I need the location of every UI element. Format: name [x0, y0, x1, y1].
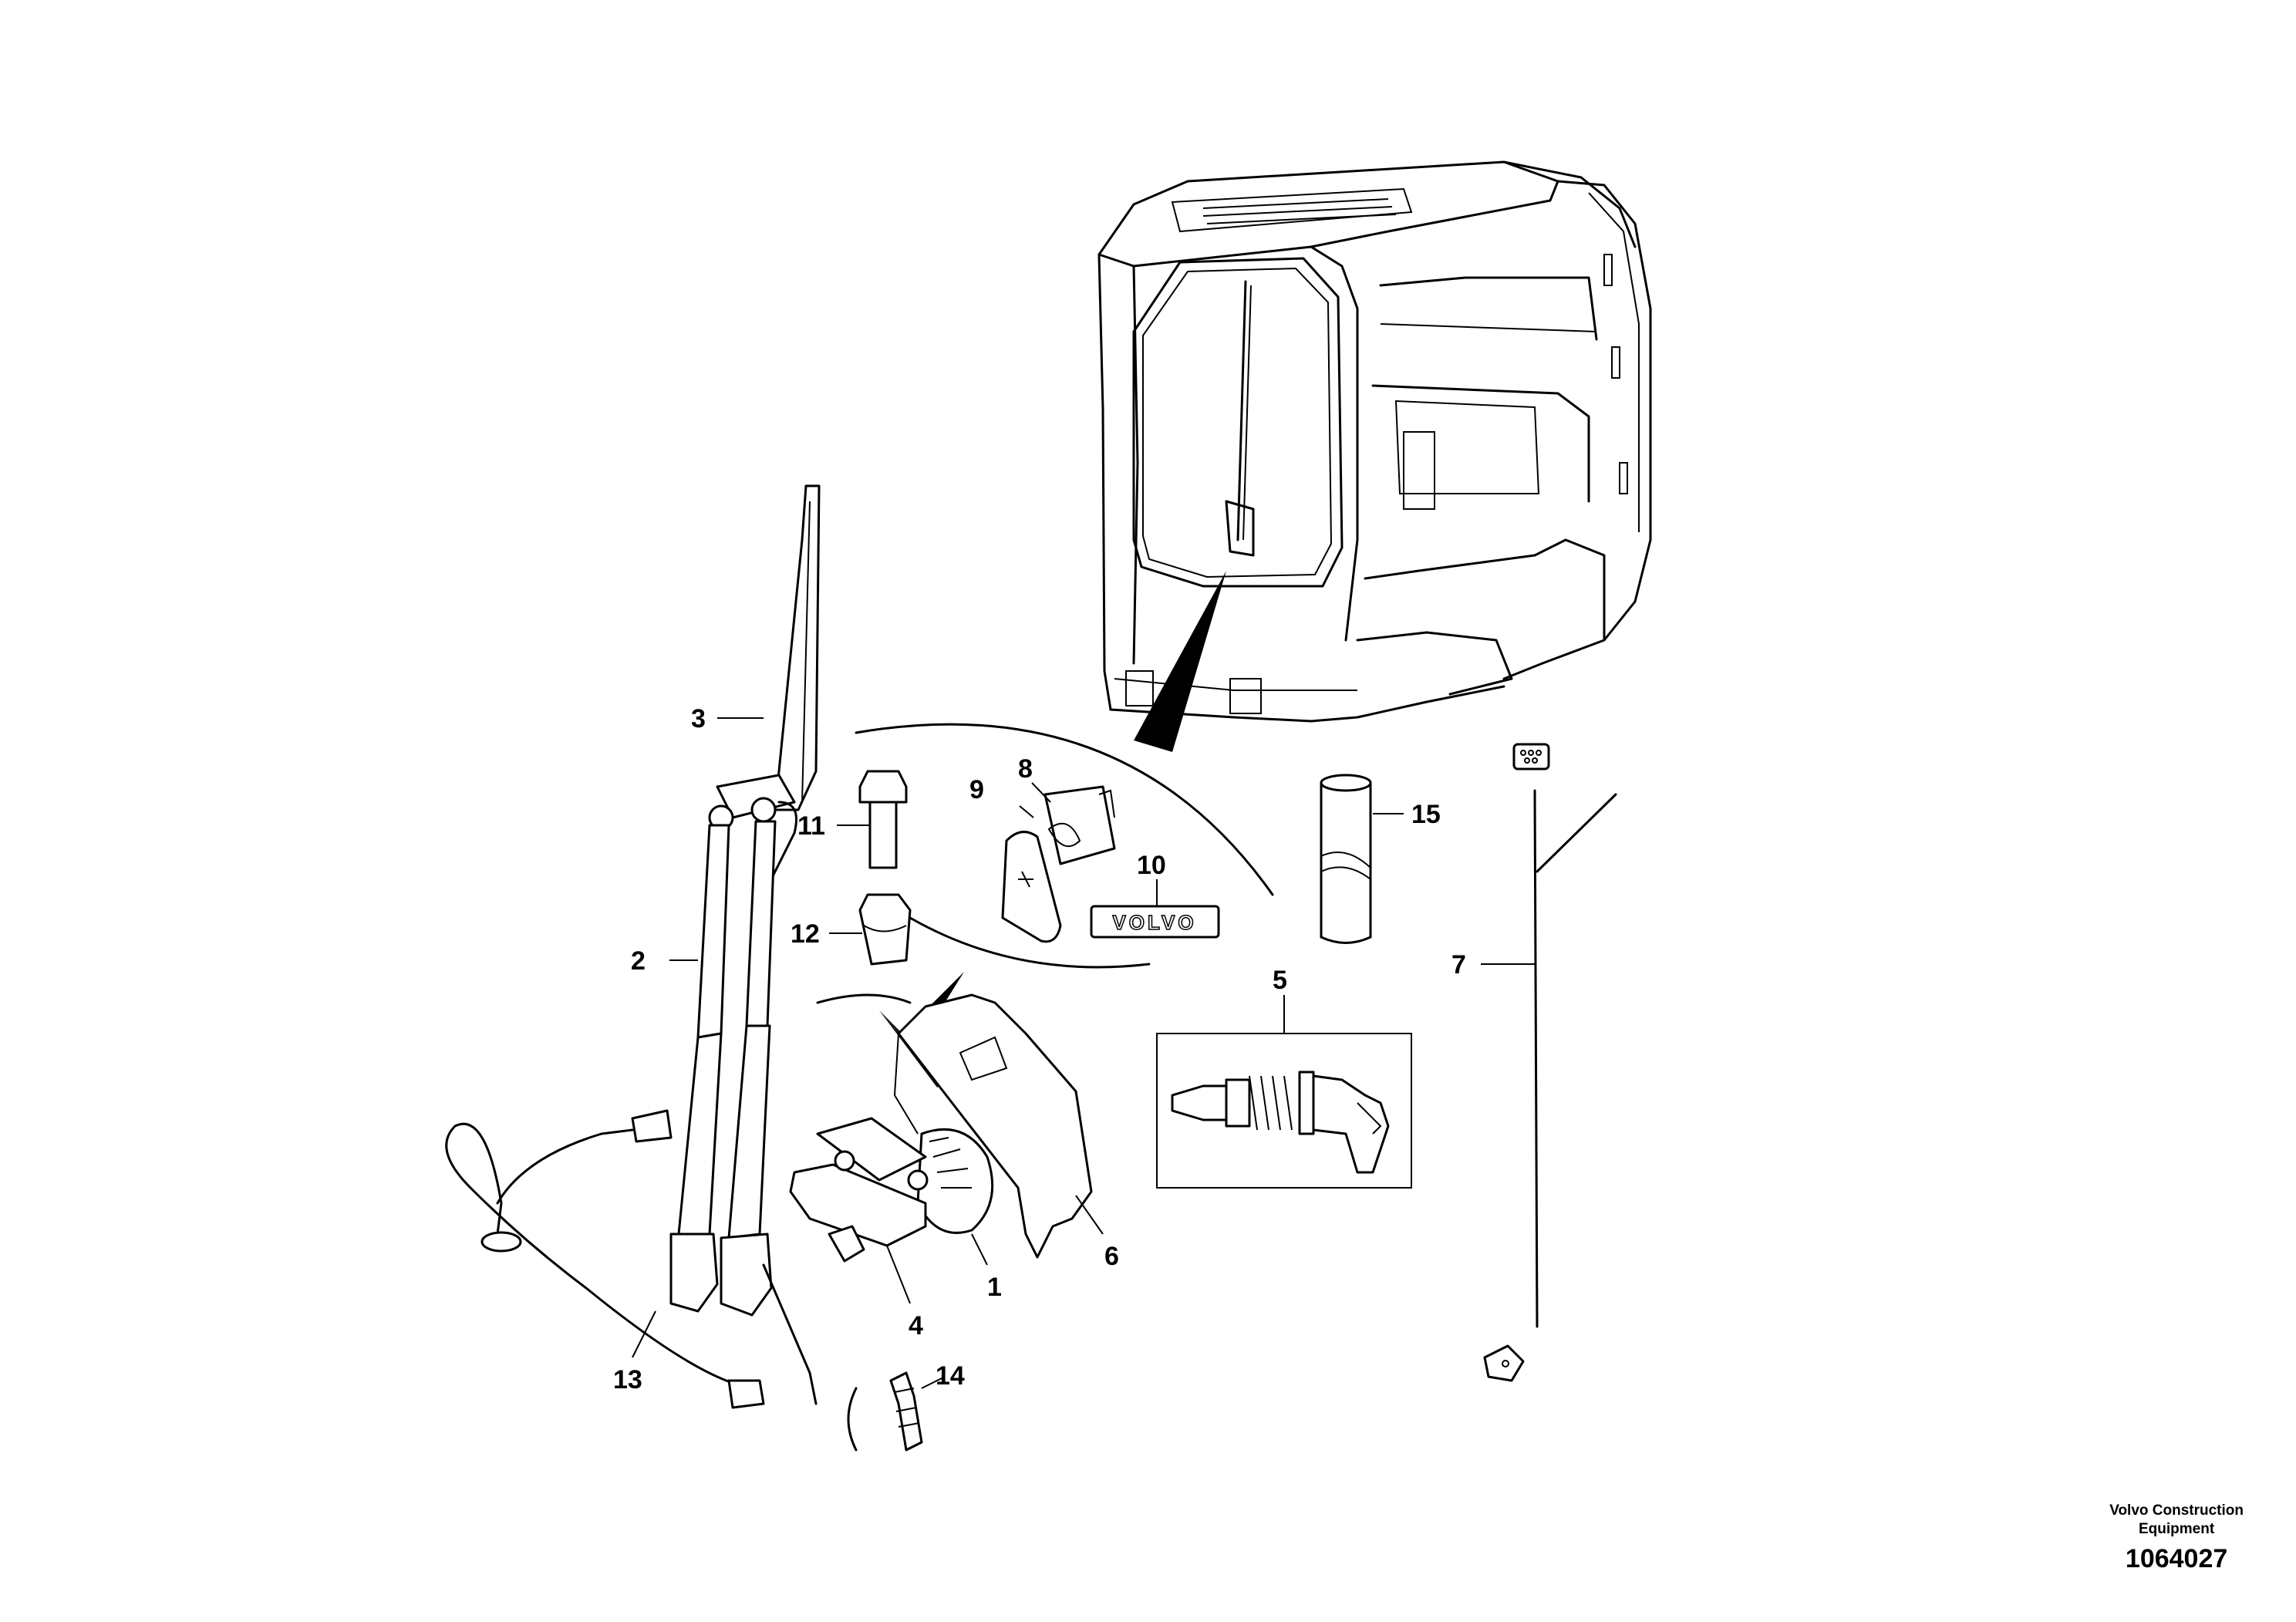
nozzle-connector-part — [889, 1371, 923, 1452]
credit-line-1: Volvo Construction — [2109, 1502, 2244, 1519]
callout-8: 8 — [1018, 754, 1033, 784]
callout-4: 4 — [909, 1311, 923, 1340]
detail-arc-large — [855, 723, 1274, 896]
leader-lines — [632, 717, 1535, 1389]
switch-body-part — [1043, 785, 1116, 865]
publisher-credit: Volvo Construction Equipment 1064027 — [2109, 1502, 2244, 1576]
wiring-harness-part — [1483, 743, 1617, 1382]
callout-3: 3 — [691, 704, 706, 733]
washer-hose-part — [445, 1109, 765, 1409]
callout-12: 12 — [791, 919, 820, 949]
switch-knob-part — [1001, 831, 1062, 943]
wiper-motor-assembly — [789, 993, 1093, 1263]
tube-part — [1320, 774, 1372, 944]
detail-arc-nozzle — [847, 1387, 858, 1452]
callout-labels: 1 2 3 4 5 6 7 8 9 10 11 12 13 14 15 — [613, 704, 1466, 1394]
callout-10: 10 — [1137, 851, 1166, 880]
callout-11: 11 — [797, 811, 825, 841]
callout-2: 2 — [631, 946, 646, 976]
brand-plate-part: VOLVO — [1090, 905, 1220, 939]
bolt-part — [858, 770, 908, 869]
detail-arc-inner — [909, 916, 1151, 969]
cab-illustration — [1097, 160, 1652, 723]
callout-14: 14 — [936, 1361, 965, 1391]
detail-arc-lower — [816, 993, 912, 1004]
callout-7: 7 — [1451, 950, 1466, 980]
document-number: 1064027 — [2125, 1544, 2228, 1573]
sleeve-part — [858, 893, 912, 966]
callout-9: 9 — [969, 775, 984, 804]
wiper-arm-blade — [669, 484, 821, 1405]
callout-5: 5 — [1273, 966, 1287, 995]
credit-line-2: Equipment — [2139, 1521, 2215, 1537]
callout-13: 13 — [613, 1365, 642, 1394]
brand-plate-text: VOLVO — [1112, 911, 1196, 934]
callout-6: 6 — [1104, 1242, 1119, 1271]
callout-15: 15 — [1411, 800, 1441, 829]
callout-1: 1 — [987, 1273, 1002, 1302]
nozzle-detail-box — [1156, 1033, 1412, 1189]
